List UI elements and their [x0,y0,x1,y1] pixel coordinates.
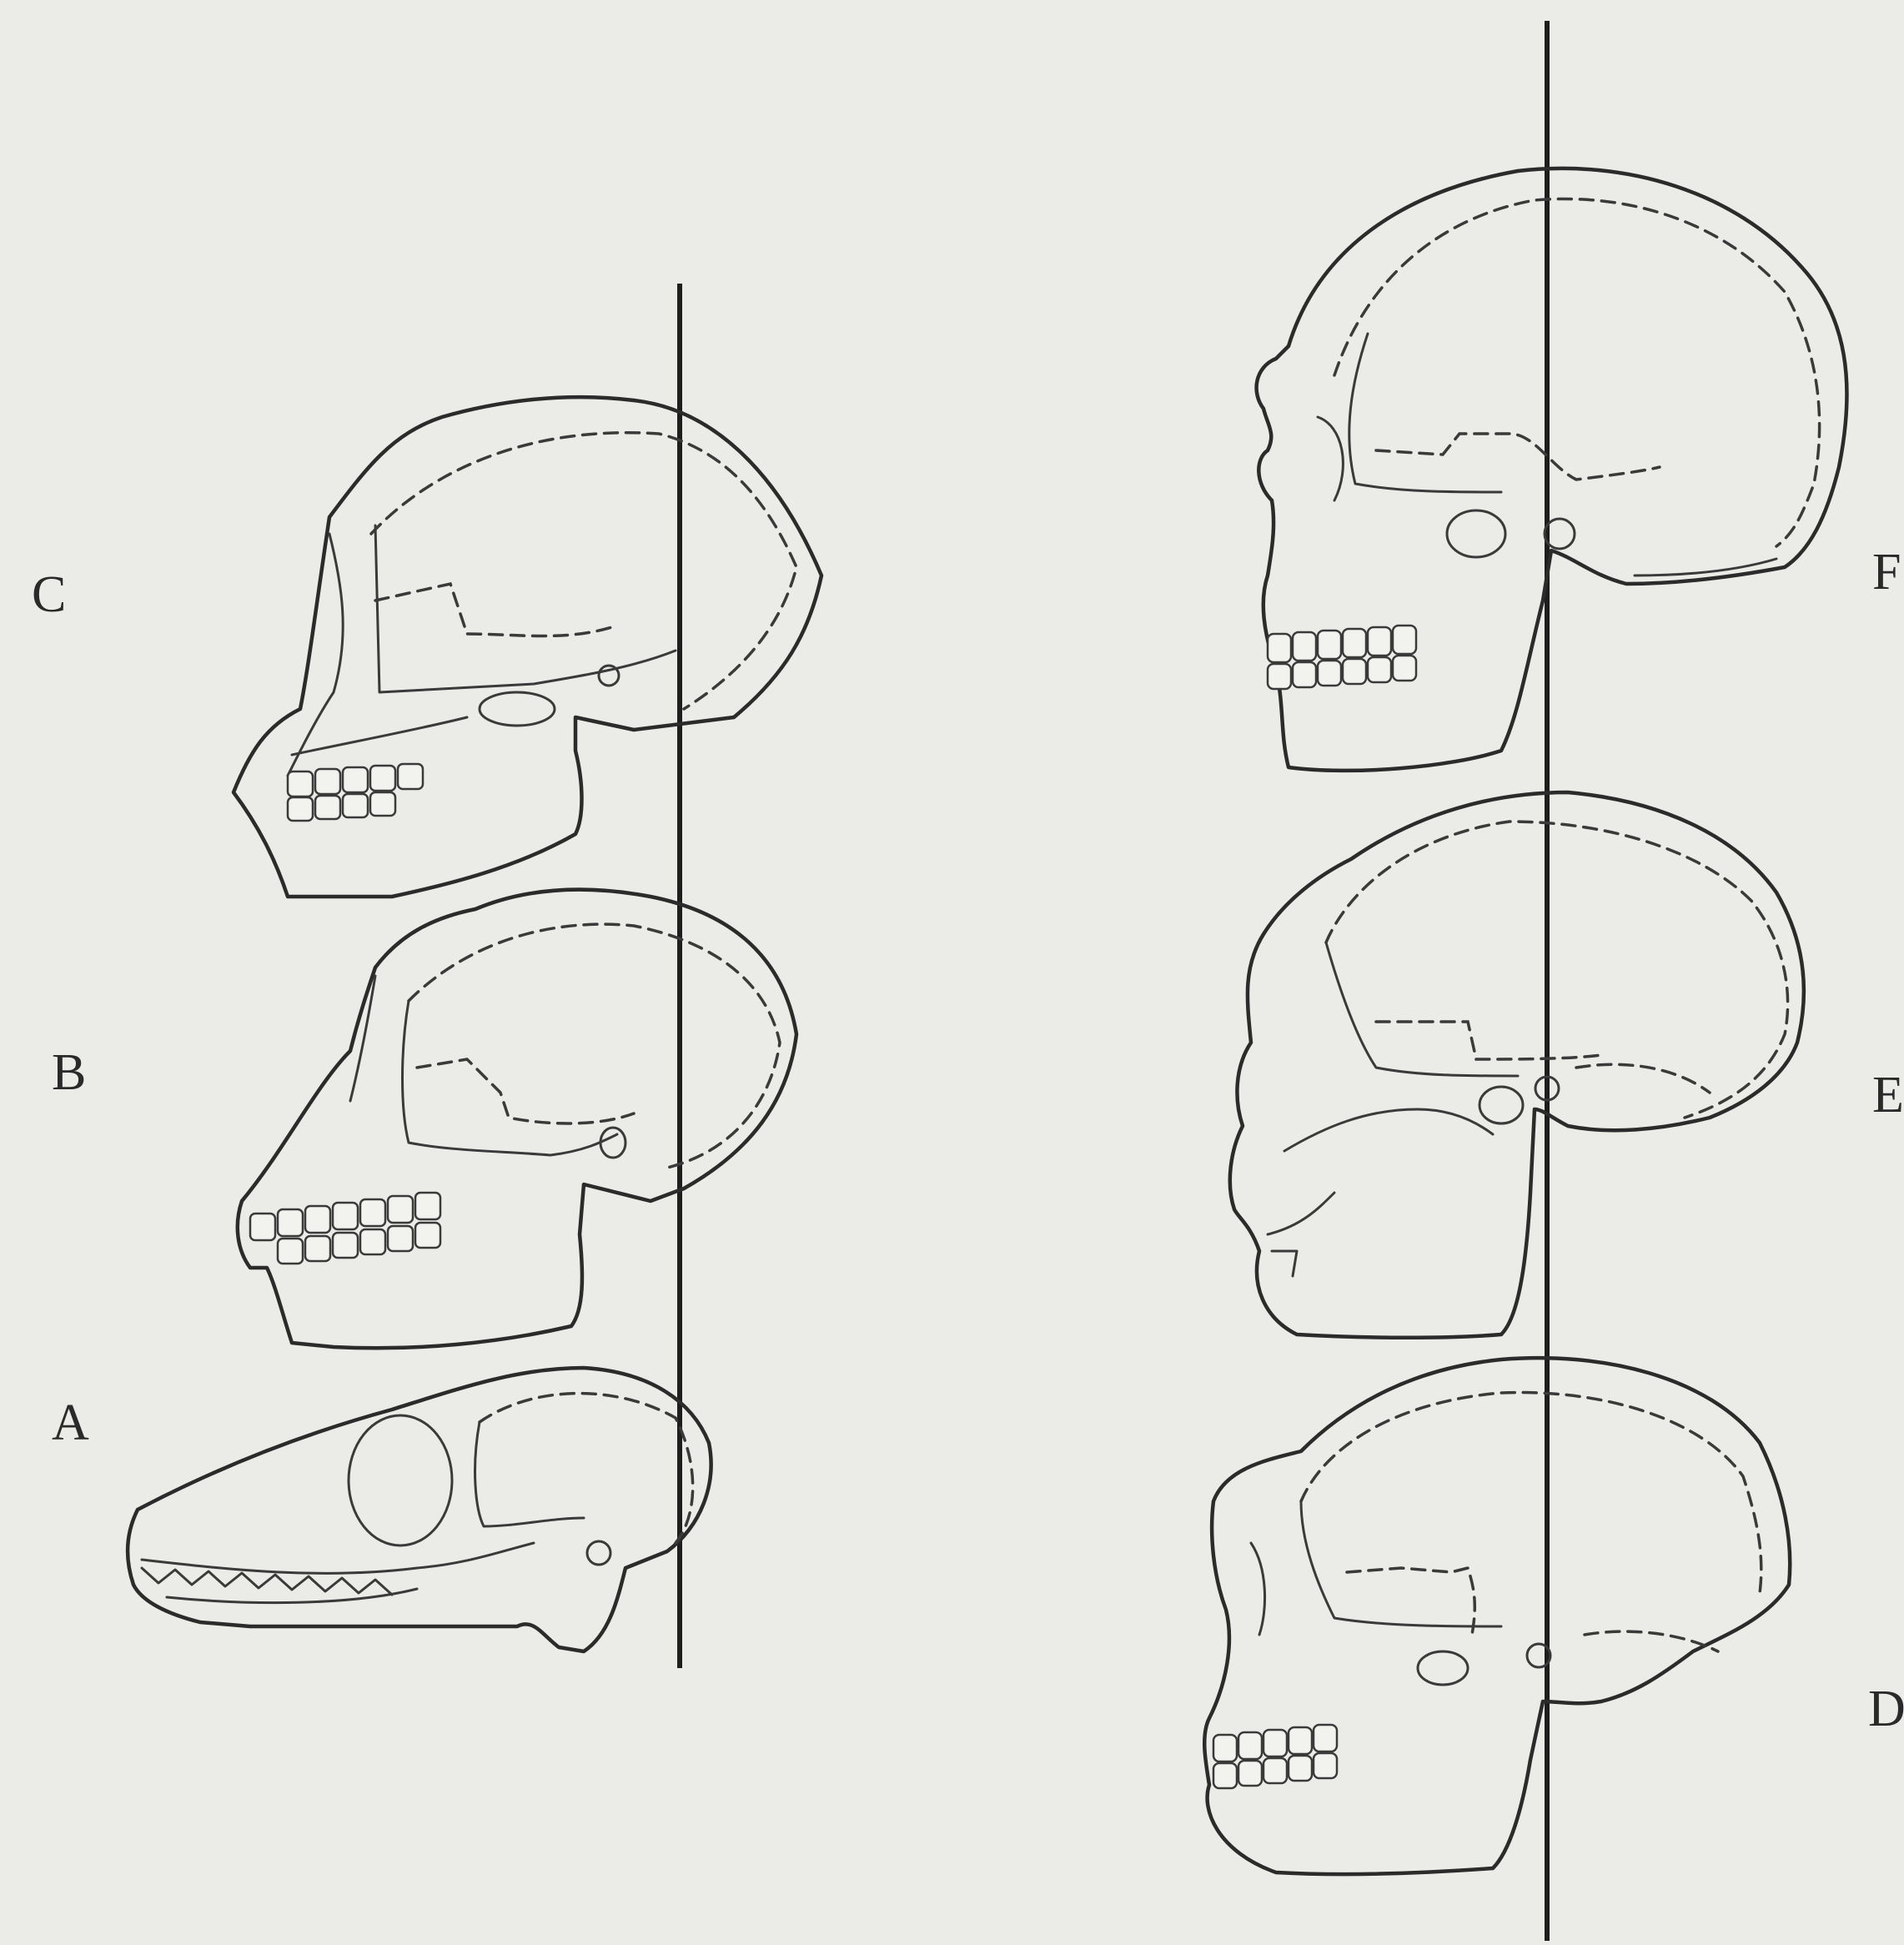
skull-e [1230,792,1804,1338]
teeth-c [288,764,423,821]
label-a: A [52,1397,89,1449]
skull-c [234,397,821,897]
label-b: B [52,1047,86,1098]
teeth-f [1268,626,1416,689]
skull-a [128,1368,711,1651]
skull-d [1204,1358,1790,1874]
skull-b [238,890,796,1349]
label-c: C [32,569,66,621]
skull-f [1257,168,1847,771]
label-d: D [1868,1683,1904,1735]
label-e: E [1872,1069,1904,1121]
label-f: F [1872,546,1901,598]
teeth-b [250,1193,440,1264]
teeth-d [1213,1725,1337,1788]
